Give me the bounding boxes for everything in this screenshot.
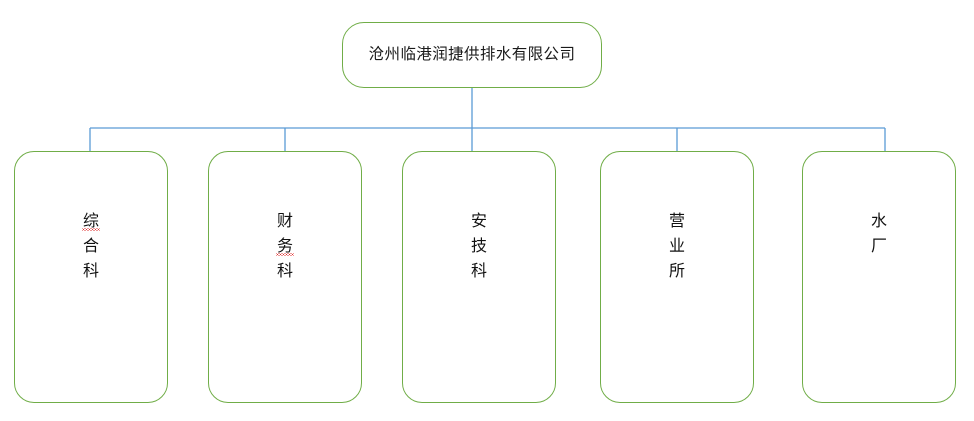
label-char: 科	[82, 261, 99, 280]
org-node-department-2-label: 财 务 科	[275, 208, 295, 283]
label-char: 营	[668, 211, 685, 230]
org-node-department-3[interactable]: 安 技 科	[402, 151, 556, 403]
org-node-department-5[interactable]: 水 厂	[802, 151, 956, 403]
label-char: 技	[470, 236, 487, 255]
label-char: 务	[275, 233, 295, 258]
org-node-department-1[interactable]: 综 合 科	[14, 151, 168, 403]
org-node-root-label: 沧州临港润捷供排水有限公司	[368, 45, 576, 64]
org-node-department-2[interactable]: 财 务 科	[208, 151, 362, 403]
org-node-department-4[interactable]: 营 业 所	[600, 151, 754, 403]
org-node-root[interactable]: 沧州临港润捷供排水有限公司	[342, 22, 602, 88]
label-char: 财	[276, 211, 293, 230]
org-node-department-5-label: 水 厂	[871, 208, 887, 258]
label-char: 科	[470, 261, 487, 280]
org-node-department-3-label: 安 技 科	[471, 208, 487, 283]
label-char: 业	[668, 236, 685, 255]
label-char: 厂	[870, 236, 887, 255]
org-node-department-4-label: 营 业 所	[669, 208, 685, 283]
label-char: 科	[276, 261, 293, 280]
org-node-department-1-label: 综 合 科	[81, 208, 101, 283]
label-char: 合	[82, 236, 99, 255]
label-char: 安	[470, 211, 487, 230]
label-char: 综	[81, 208, 101, 233]
label-char: 所	[668, 261, 685, 280]
label-char: 水	[870, 211, 887, 230]
